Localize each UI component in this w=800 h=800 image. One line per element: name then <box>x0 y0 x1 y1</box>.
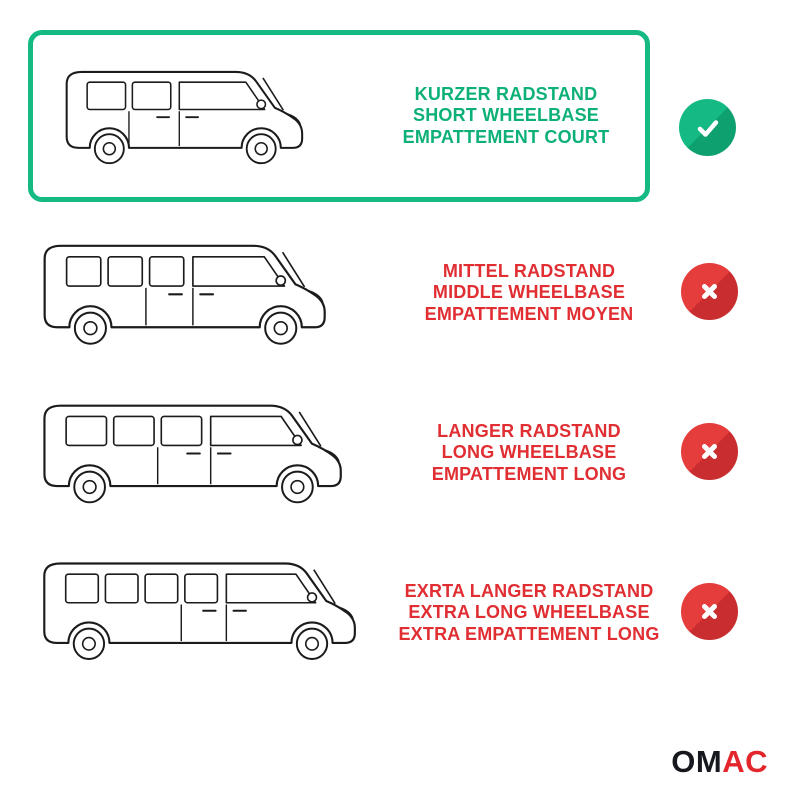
label-line-en: MIDDLE WHEELBASE <box>432 282 626 303</box>
option-label-extra-long: EXRTA LANGER RADSTAND EXTRA LONG WHEELBA… <box>396 581 662 645</box>
label-line-en: SHORT WHEELBASE <box>412 105 599 126</box>
van-illustration-long-wheelbase <box>30 393 348 512</box>
label-line-de: MITTEL RADSTAND <box>442 261 616 282</box>
label-line-fr: EMPATTEMENT MOYEN <box>424 303 634 324</box>
brand-logo: OMAC <box>671 746 768 777</box>
van-illustration-middle-wheelbase <box>30 233 332 354</box>
label-line-de: KURZER RADSTAND <box>414 84 598 105</box>
selected-option-box: KURZER RADSTAND SHORT WHEELBASE EMPATTEM… <box>28 30 650 202</box>
cross-icon <box>702 284 717 299</box>
incompatible-badge <box>681 583 738 640</box>
incompatible-badge <box>681 423 738 480</box>
label-line-de: LANGER RADSTAND <box>437 421 621 442</box>
label-line-fr: EXTRA EMPATTEMENT LONG <box>398 623 660 644</box>
label-line-fr: EMPATTEMENT COURT <box>402 126 610 147</box>
brand-logo-dark-part: OM <box>671 744 723 779</box>
label-line-en: LONG WHEELBASE <box>441 442 617 463</box>
cross-icon <box>702 444 717 459</box>
check-icon <box>697 119 718 137</box>
incompatible-badge <box>681 263 738 320</box>
label-line-en: EXTRA LONG WHEELBASE <box>408 602 650 623</box>
van-illustration-extra-long-wheelbase <box>30 551 362 669</box>
compatible-badge <box>679 99 736 156</box>
cross-icon <box>702 604 717 619</box>
van-illustration-short-wheelbase <box>53 60 309 173</box>
label-line-fr: EMPATTEMENT LONG <box>431 463 627 484</box>
option-label-middle: MITTEL RADSTAND MIDDLE WHEELBASE EMPATTE… <box>396 261 662 325</box>
option-label-short: KURZER RADSTAND SHORT WHEELBASE EMPATTEM… <box>381 84 631 148</box>
label-line-de: EXRTA LANGER RADSTAND <box>404 581 654 602</box>
brand-logo-red-part: AC <box>722 744 768 779</box>
option-label-long: LANGER RADSTAND LONG WHEELBASE EMPATTEME… <box>396 421 662 485</box>
